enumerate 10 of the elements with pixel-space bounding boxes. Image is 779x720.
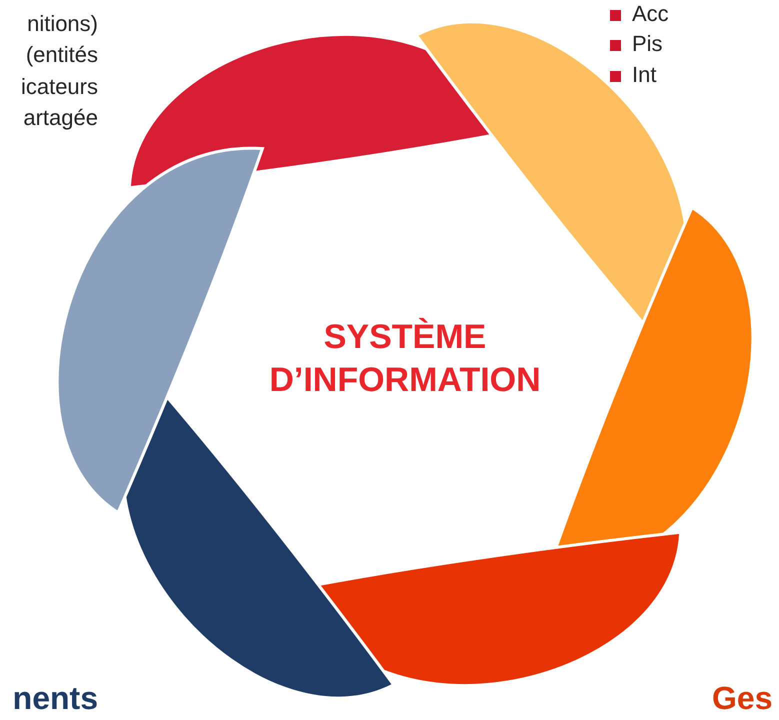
text-line: (entités — [26, 41, 98, 69]
text-line: nitions) — [27, 10, 98, 38]
text-line: icateurs — [20, 73, 98, 101]
section-heading: nents — [12, 679, 98, 718]
bullet-text: Pis — [632, 30, 663, 58]
bullet-text: Acc — [632, 0, 669, 28]
center-title: SYSTÈME D’INFORMATION — [268, 316, 542, 400]
bullet-text: Int — [632, 61, 656, 89]
text-line: artagée — [23, 104, 98, 132]
section-heading: Ges — [712, 679, 772, 718]
